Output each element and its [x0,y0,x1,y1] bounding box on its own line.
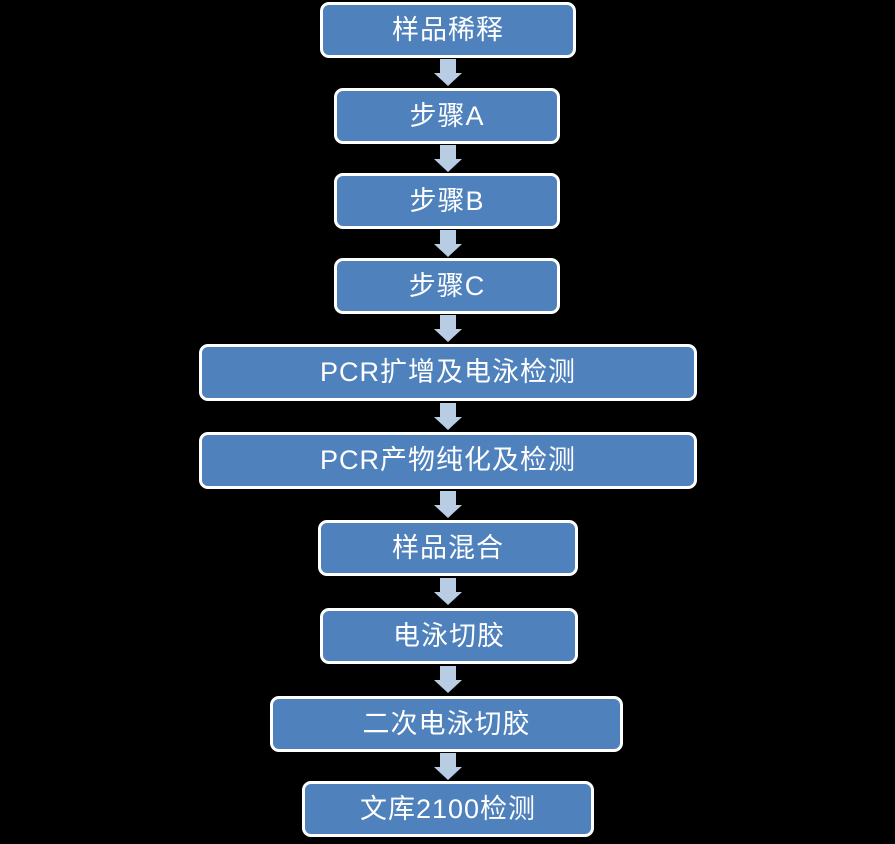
flow-arrow-down-icon [434,578,462,605]
flow-node-n6[interactable]: PCR产物纯化及检测 [199,432,697,489]
flow-node-n9[interactable]: 二次电泳切胶 [270,696,623,752]
flow-node-n2[interactable]: 步骤A [334,88,560,144]
flow-node-label: 二次电泳切胶 [362,708,531,739]
flow-arrow-down-icon [434,59,462,86]
flow-node-label: 样品稀释 [392,14,504,45]
flow-arrow-down-icon [434,403,462,430]
flow-node-n10[interactable]: 文库2100检测 [302,781,594,837]
flow-arrow-down-icon [434,491,462,518]
flow-node-label: 文库2100检测 [359,793,537,824]
flow-arrow-down-icon [434,666,462,693]
flow-node-n8[interactable]: 电泳切胶 [320,608,578,664]
flow-arrow-down-icon [434,145,462,172]
flow-node-n3[interactable]: 步骤B [334,173,560,229]
flow-arrow-down-icon [434,753,462,780]
flow-node-n4[interactable]: 步骤C [334,258,560,314]
flow-node-n1[interactable]: 样品稀释 [320,2,576,58]
flow-node-n7[interactable]: 样品混合 [318,520,578,576]
flow-node-label: 样品混合 [392,532,504,563]
flow-node-label: PCR产物纯化及检测 [319,445,576,475]
flow-node-n5[interactable]: PCR扩增及电泳检测 [199,344,697,401]
flow-node-label: 电泳切胶 [393,620,505,651]
flow-arrow-down-icon [434,315,462,342]
flow-arrow-down-icon [434,230,462,257]
flow-node-label: PCR扩增及电泳检测 [319,357,576,387]
flow-node-label: 步骤C [408,270,486,301]
flow-node-label: 步骤A [409,100,485,131]
flow-node-label: 步骤B [409,185,485,216]
